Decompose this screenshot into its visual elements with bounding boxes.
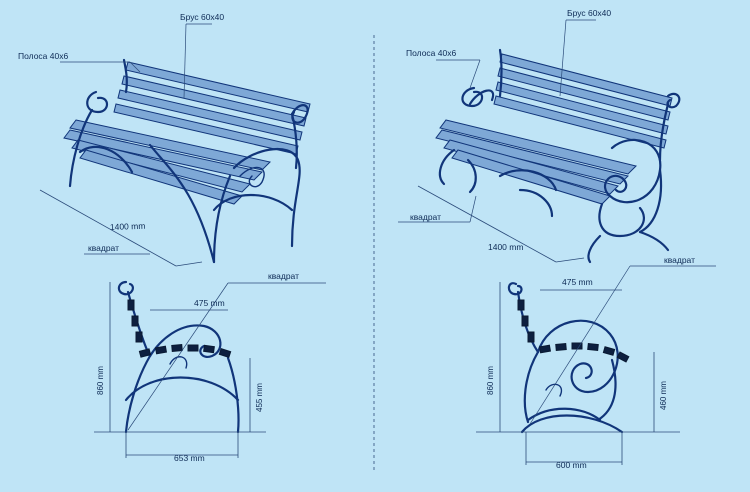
back-slat-section xyxy=(521,315,529,327)
seat-slat xyxy=(79,149,243,205)
back-slat-section xyxy=(135,331,143,343)
right-side-height-label: 860 mm xyxy=(486,366,495,395)
beam-leader-drop xyxy=(183,23,187,99)
strip-leader-right-tip xyxy=(469,59,481,89)
center-arc xyxy=(148,143,216,264)
left-top-strip-label: Полоса 40x6 xyxy=(18,51,68,61)
front-leg-frame xyxy=(232,147,301,248)
far-leg-left xyxy=(438,148,456,186)
width-dimension-line xyxy=(39,189,177,267)
seat-slat-section xyxy=(602,346,616,356)
back-top-scroll xyxy=(507,282,523,296)
far-arm-scroll xyxy=(461,86,484,108)
width-dimension-line-right xyxy=(417,185,557,263)
left-top-width-label: 1400 mm xyxy=(110,221,146,232)
rear-leg xyxy=(523,350,540,424)
back-slat-section xyxy=(127,299,135,311)
bench-right-perspective xyxy=(435,48,681,264)
seat-slat-section xyxy=(587,342,599,352)
square-leader-side-right-diag xyxy=(529,265,631,425)
back-slat xyxy=(495,81,669,135)
inner-scroll xyxy=(545,383,563,397)
back-post xyxy=(290,112,298,170)
right-top-strip-label: Полоса 40x6 xyxy=(406,48,456,58)
back-slat xyxy=(117,89,303,141)
back-slat xyxy=(497,67,671,121)
center-brace xyxy=(498,169,558,192)
arm-scroll-large xyxy=(536,319,619,394)
seat-slat-section xyxy=(187,344,199,352)
back-slat-section xyxy=(131,315,139,327)
back-slat xyxy=(121,75,307,127)
seat-slat-section xyxy=(555,343,567,351)
center-arc xyxy=(518,188,554,218)
far-back-post xyxy=(498,48,503,98)
inner-scroll xyxy=(169,356,188,369)
back-scroll xyxy=(666,92,681,109)
right-side-base-label: 600 mm xyxy=(556,460,587,470)
seat-slat-section xyxy=(538,344,552,354)
back-top-scroll xyxy=(117,280,134,296)
left-side-seat-label: 455 mm xyxy=(255,383,264,412)
far-leg-curl xyxy=(466,158,477,194)
seat-slat-section xyxy=(203,344,215,354)
arm-scroll-large xyxy=(604,138,662,204)
far-leg-brace xyxy=(78,145,134,174)
far-arm-scroll xyxy=(86,90,109,114)
bench-left-perspective xyxy=(63,58,311,264)
lower-scroll xyxy=(598,202,645,238)
front-leg-curve xyxy=(638,168,663,234)
square-leader-right-tip xyxy=(469,195,477,223)
leg-brace-arc xyxy=(124,376,240,402)
seat-slat xyxy=(443,139,619,195)
seat-slat-section xyxy=(616,351,630,363)
beam-leader-right-drop xyxy=(559,19,567,97)
rear-foot xyxy=(587,234,602,264)
rear-leg xyxy=(124,354,152,434)
front-leg xyxy=(596,358,617,422)
front-foot xyxy=(638,230,670,252)
side-view-left xyxy=(117,280,240,434)
seat-slat-section xyxy=(154,345,168,355)
left-side-depth-label: 475 mm xyxy=(194,298,225,308)
left-top-square-label: квадрат xyxy=(88,243,119,253)
strip-leader-tip xyxy=(129,61,141,73)
seat-slat-section xyxy=(218,347,232,359)
left-side-height-label: 860 mm xyxy=(96,366,105,395)
side-view-right xyxy=(507,282,630,434)
seat-slat-section xyxy=(571,342,583,350)
left-side-base-label: 653 mm xyxy=(174,453,205,463)
arm-scroll xyxy=(239,166,265,188)
seat-slat xyxy=(435,129,629,185)
right-top-square-label: квадрат xyxy=(410,212,441,222)
right-top-width-label: 1400 mm xyxy=(488,242,523,252)
left-side-square-label: квадрат xyxy=(268,271,299,281)
foot-arc xyxy=(520,414,624,434)
width-dimension-tick-right xyxy=(555,257,585,263)
arm-scroll xyxy=(148,324,222,358)
far-back-post xyxy=(122,58,128,94)
left-top-beam-label: Брус 60x40 xyxy=(180,12,224,22)
back-slat-section xyxy=(527,331,535,343)
seat-slat xyxy=(439,119,637,175)
square-leader-side-diag xyxy=(127,282,229,431)
back-slat xyxy=(493,95,667,149)
seat-slat-section xyxy=(138,348,152,358)
right-side-square-label: квадрат xyxy=(664,255,695,265)
rear-leg-frame xyxy=(212,174,232,264)
width-dimension-tick xyxy=(175,261,203,267)
front-leg xyxy=(226,356,240,434)
back-slat-section xyxy=(517,299,525,311)
far-front-leg xyxy=(68,108,94,188)
seat-slat xyxy=(63,129,264,181)
right-side-seat-label: 460 mm xyxy=(659,381,668,410)
right-side-depth-label: 475 mm xyxy=(562,277,593,287)
seat-slat-section xyxy=(171,344,183,352)
back-post xyxy=(658,102,670,162)
right-top-beam-label: Брус 60x40 xyxy=(567,8,611,18)
far-arm-top xyxy=(468,89,495,106)
arm-brace xyxy=(212,193,294,212)
